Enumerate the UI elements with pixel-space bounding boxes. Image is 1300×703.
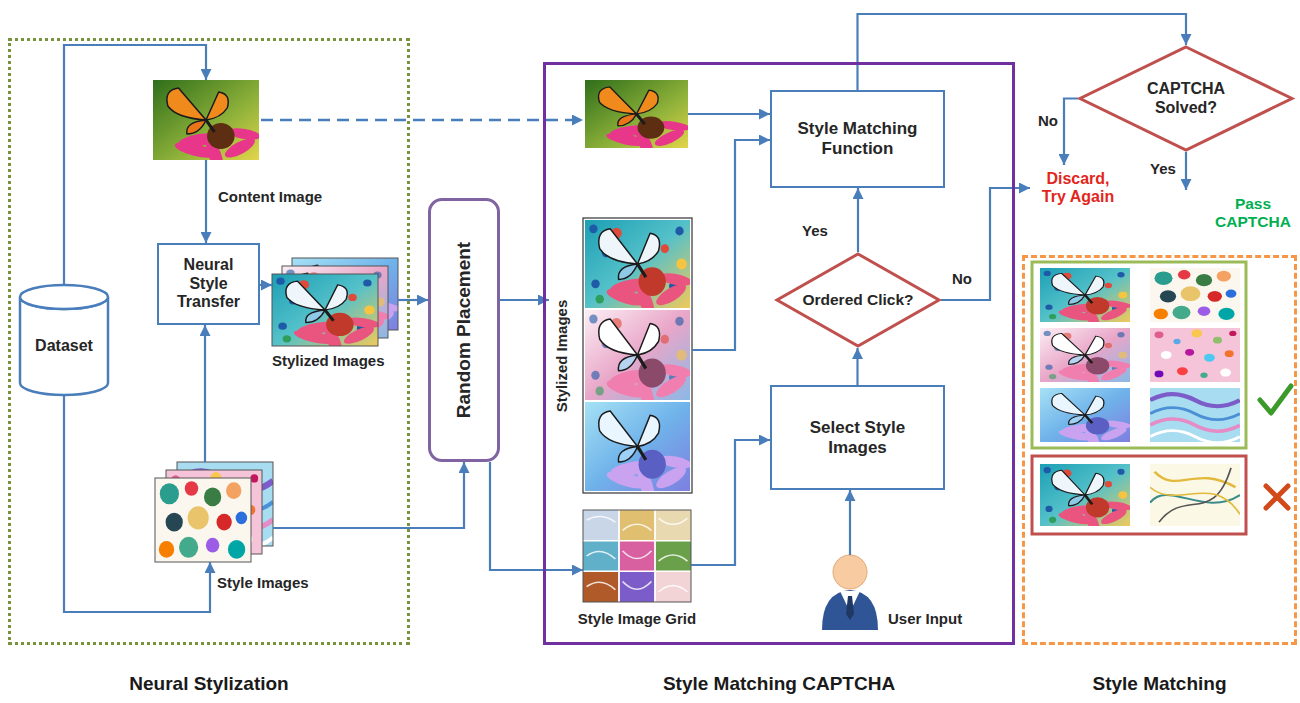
- flow-arrow: [260, 284, 272, 286]
- style-texture: [1150, 268, 1240, 322]
- image-node: User Input: [822, 555, 878, 630]
- content-photo: [153, 80, 262, 173]
- decision-diamond: Ordered Click?: [775, 252, 941, 348]
- flow-arrow: [490, 462, 583, 570]
- stylized-photo: [1040, 328, 1132, 391]
- flow-arrow: [204, 325, 206, 462]
- edge-label: No: [1036, 112, 1060, 129]
- style-texture: [155, 478, 251, 562]
- outcome-text: Pass CAPTCHA: [1180, 190, 1296, 236]
- database-cylinder: Dataset: [18, 285, 110, 395]
- node-label: Neural Style Transfer: [169, 256, 249, 311]
- process-box: Neural Style Transfer: [157, 243, 260, 325]
- node-label: CAPTCHA Solved?: [1136, 80, 1236, 117]
- flow-arrow: [273, 462, 464, 528]
- panel-frame: Style Matching: [1022, 255, 1297, 645]
- check-mark: [1260, 386, 1291, 413]
- flow-arrow: [1064, 99, 1078, 166]
- flow-arrow: [688, 113, 770, 115]
- stylized-photo: [1040, 464, 1132, 536]
- process-box: Select Style Images: [770, 385, 945, 490]
- process-box: Random Placement: [428, 198, 500, 462]
- node-label: Dataset: [35, 325, 93, 355]
- edge-label: Yes: [800, 222, 830, 239]
- content-photo: [585, 80, 691, 159]
- image-node: Style Image Grid: [583, 510, 691, 602]
- cylinder-top: [20, 285, 108, 309]
- diamond-shape: [777, 254, 939, 346]
- photo-frame: [272, 274, 378, 346]
- flow-arrow: [856, 348, 858, 385]
- node-label: Discard, Try Again: [1033, 170, 1123, 207]
- flow-arrow: [500, 299, 549, 301]
- style-grid: [583, 510, 691, 602]
- stylized-photo: [585, 220, 693, 322]
- photo-frame: [155, 478, 251, 562]
- edge-label: No: [950, 270, 974, 287]
- flow-arrow: [64, 395, 210, 612]
- stylized-photo: [585, 402, 693, 505]
- node-label: User Input: [888, 610, 962, 627]
- flow-arrow: [205, 160, 207, 243]
- edge-label: Yes: [1148, 160, 1178, 177]
- style-texture: [1150, 388, 1240, 443]
- panel-frame: Stylized ImagesStyle Image Grid Style Mat…: [543, 62, 1015, 645]
- outcome-text: Discard, Try Again: [1030, 165, 1126, 211]
- image-node: Stylized Images: [272, 258, 398, 346]
- node-label: Content Image: [218, 188, 322, 205]
- node-label: Style Matching Function: [783, 119, 933, 158]
- node-label: Ordered Click?: [802, 291, 913, 309]
- photo-frame: [583, 510, 691, 602]
- dashed-arrow: [261, 119, 583, 122]
- flow-arrow: [398, 299, 428, 301]
- stylized-photo: [1040, 388, 1132, 451]
- cylinder-body: [20, 297, 108, 395]
- decision-diamond: CAPTCHA Solved?: [1078, 45, 1294, 152]
- panel-title: Neural Stylization: [11, 673, 407, 695]
- node-label: Stylized Images: [272, 352, 385, 369]
- image-node: Content Image: [153, 80, 259, 160]
- image-column: Stylized Images: [549, 218, 692, 493]
- stylized-photo: [1040, 268, 1132, 331]
- node-label: Select Style Images: [793, 418, 923, 457]
- style-texture: [1150, 464, 1240, 526]
- user-icon: [822, 555, 878, 630]
- stylized-photo: [585, 310, 693, 415]
- diamond-shape: [1080, 47, 1292, 150]
- node-label: Pass CAPTCHA: [1210, 195, 1296, 231]
- node-label: Random Placement: [453, 242, 475, 418]
- image-node: Style Images: [155, 462, 273, 562]
- node-label: Style Images: [217, 574, 309, 591]
- panel-frame: Dataset Content ImageNeural Style Transfe…: [8, 38, 410, 645]
- column-frame: [583, 218, 692, 493]
- style-texture: [1150, 328, 1240, 382]
- stylized-photo: [272, 274, 381, 358]
- cross-mark: [1266, 486, 1288, 508]
- flow-arrow: [1185, 152, 1187, 190]
- panel-title: Style Matching CAPTCHA: [546, 673, 1012, 695]
- flow-arrow: [857, 188, 859, 252]
- panel-title: Style Matching: [1025, 673, 1294, 695]
- flow-arrow: [941, 188, 1030, 300]
- flow-arrow: [691, 440, 770, 565]
- process-box: Style Matching Function: [770, 90, 945, 188]
- node-label: Style Image Grid: [578, 610, 696, 627]
- flow-arrow: [692, 140, 770, 350]
- node-label: Stylized Images: [553, 299, 570, 412]
- flow-arrow: [849, 490, 851, 555]
